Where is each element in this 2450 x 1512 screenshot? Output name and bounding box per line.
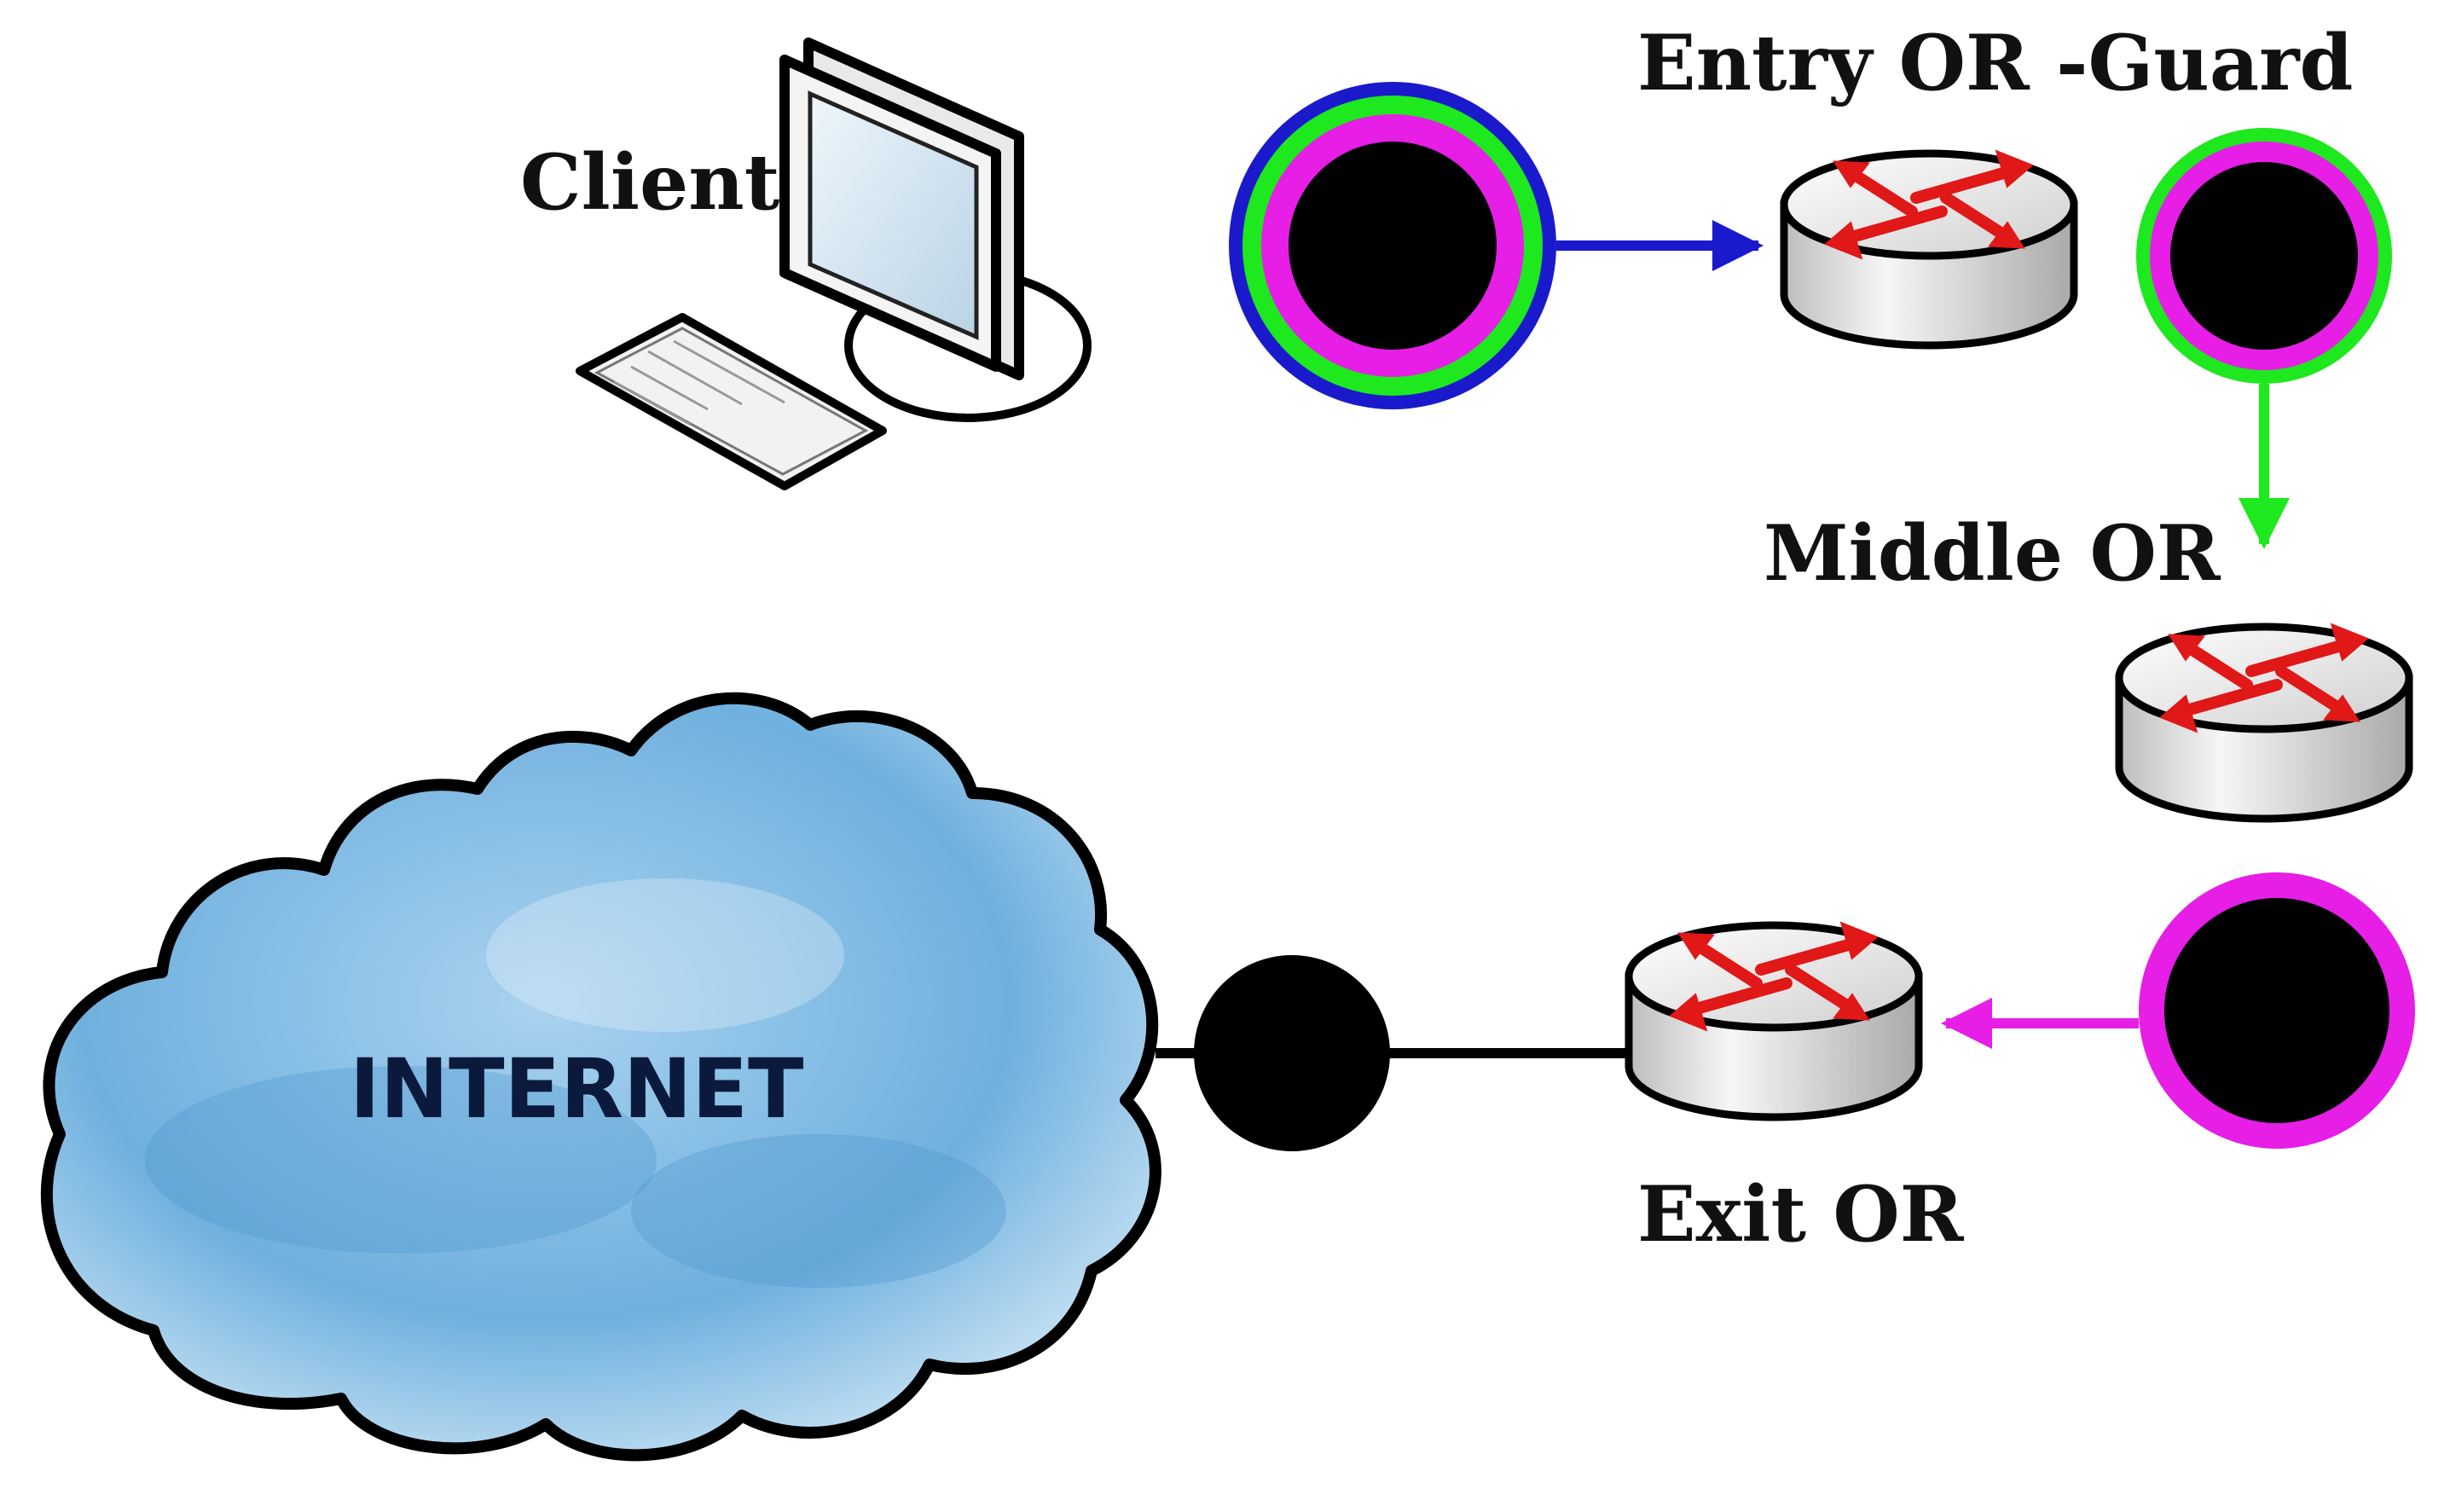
exit-label: Exit OR: [1637, 1169, 1965, 1260]
internet-label: INTERNET: [350, 1041, 803, 1137]
plain-packet-icon: [1194, 955, 1390, 1151]
desktop-computer-icon: [576, 38, 1092, 490]
exit-router-icon: [1629, 924, 1919, 1117]
entry-label: Entry OR -Guard: [1637, 18, 2354, 108]
onion-packet-three-layer: [1229, 82, 1556, 409]
cloud-icon: [40, 692, 1161, 1462]
middle-label: Middle OR: [1764, 508, 2221, 599]
client-label: Client: [520, 137, 780, 228]
onion-packet-one-layer: [2139, 872, 2415, 1149]
middle-router-icon: [2119, 625, 2409, 819]
entry-router-icon: [1784, 152, 2074, 345]
onion-packet-two-layer: [2136, 128, 2392, 384]
